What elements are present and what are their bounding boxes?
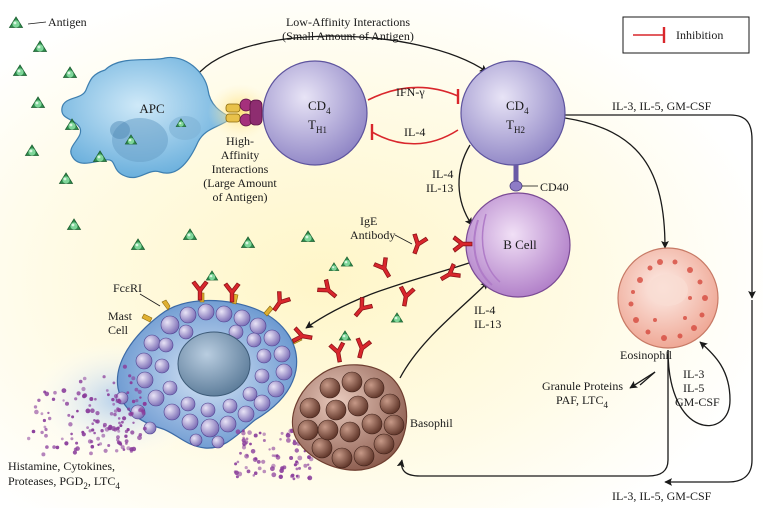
ifn-gamma-label: IFN-γ [396,85,425,99]
il5-label: IL-5 [683,381,704,395]
mhc-tcr-complex [225,98,263,127]
arrow-th2-right [565,114,756,299]
ige-label-2: Antibody [350,228,395,242]
arrow-to-bottom-label [664,300,753,486]
antigen-label: Antigen [48,15,87,29]
th2-type-label: TH2 [506,117,525,135]
eosinophil-label: Eosinophil [620,348,673,362]
ige-pointer [394,234,413,245]
basophil-granules [297,371,405,469]
pathway-arrows [191,35,756,486]
mast-label-2: Cell [108,323,129,337]
low-affinity-label-2: (Small Amount of Antigen) [282,29,414,43]
cd40-receptor [509,165,538,192]
inhibition-legend: Inhibition [622,16,750,54]
histamine-label-2: Proteases, PGD2, LTC4 [8,474,120,491]
il13-mid-label: IL-13 [474,317,501,331]
fceri-pointer [139,293,161,307]
apc-label: APC [139,101,164,116]
synapse-glow [208,84,272,140]
cd40-label: CD40 [540,180,569,194]
arrow-eos-loop [667,341,731,427]
th2-cd4-label: CD4 [506,98,529,116]
mast-cell-granules [115,303,293,449]
th1-cell [262,60,368,166]
il3-label: IL-3 [683,367,704,381]
th1-type-label: TH1 [308,117,327,135]
histamine-label-1: Histamine, Cytokines, [8,459,115,473]
basophil-label: Basophil [410,416,453,430]
arrow-granule [629,371,656,389]
arrow-eos-basophil [396,350,669,477]
eosinophil-granules [628,259,708,341]
inhibition-legend-label: Inhibition [676,28,723,42]
inhibit-il4 [371,129,459,145]
granule-label-1: Granule Proteins [542,379,623,393]
mast-label-1: Mast [108,309,133,323]
antigen-pointer [27,21,47,25]
arrow-basophil-bcell [399,281,489,379]
il4-mid-label: IL-4 [474,303,495,317]
arrow-th2-eosinophil [564,117,669,249]
arrow-bcell-mast [305,259,479,329]
high-affinity-label: High- Affinity Interactions (Large Amoun… [203,134,277,204]
inhibit-ifn [367,86,459,101]
il13-left-label: IL-13 [426,181,453,195]
fceri-label: FcεRI [113,281,142,295]
svg-text:High-: High- [226,134,254,148]
cytokines-bottom-label: IL-3, IL-5, GM-CSF [612,489,712,503]
il4-top-label: IL-4 [404,125,425,139]
apc-cell [61,56,234,178]
il4-left-label: IL-4 [432,167,453,181]
arrow-low-affinity [191,35,488,83]
granule-label-2: PAF, LTC4 [556,393,609,410]
b-cell-label: B Cell [503,237,537,252]
mast-cell-nucleus [177,331,251,397]
svg-text:(Large Amount: (Large Amount [203,176,277,190]
th1-cd4-label: CD4 [308,98,331,116]
gmcsf-label: GM-CSF [675,395,720,409]
svg-text:Interactions: Interactions [212,162,269,176]
arrow-th2-bcell [458,144,473,226]
th2-cell [460,60,566,166]
cytokines-top-label: IL-3, IL-5, GM-CSF [612,99,712,113]
ige-label-1: IgE [360,214,377,228]
inhibition-lines [367,86,460,145]
svg-text:Affinity: Affinity [221,148,259,162]
svg-text:of Antigen): of Antigen) [213,190,268,204]
low-affinity-label-1: Low-Affinity Interactions [286,15,410,29]
